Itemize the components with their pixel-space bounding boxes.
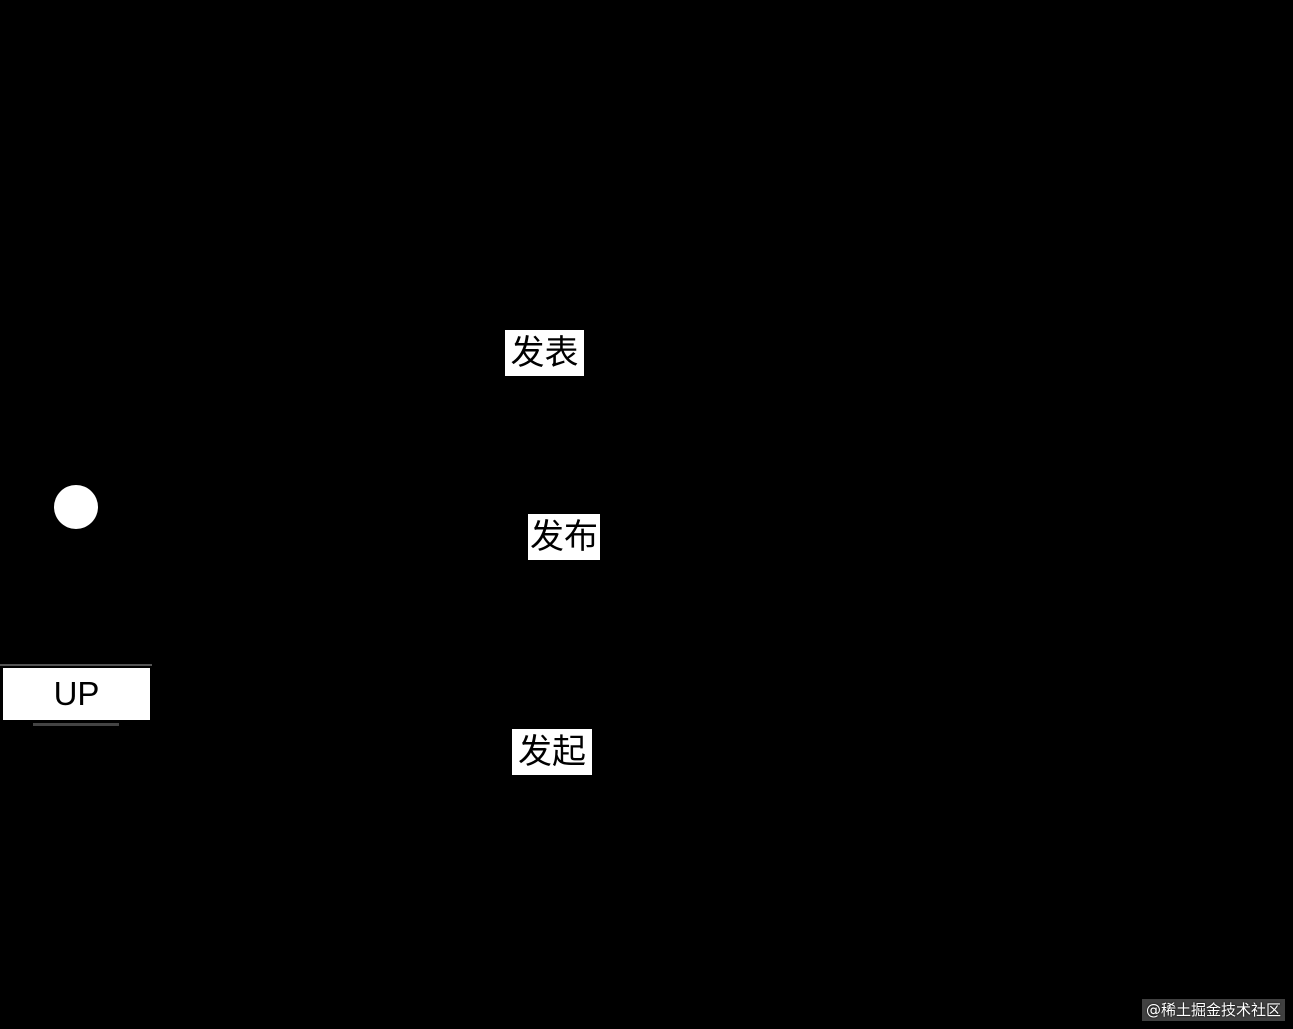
use-case-initiate: 发起 (512, 729, 592, 775)
actor-head-icon (54, 485, 98, 529)
watermark: @稀土掘金技术社区 (1141, 999, 1285, 1021)
actor-divider-bottom (33, 723, 119, 726)
use-case-release: 发布 (528, 514, 600, 560)
actor-label: UP (3, 668, 150, 720)
use-case-publish-post: 发表 (505, 330, 584, 376)
actor-divider-top (0, 664, 152, 666)
